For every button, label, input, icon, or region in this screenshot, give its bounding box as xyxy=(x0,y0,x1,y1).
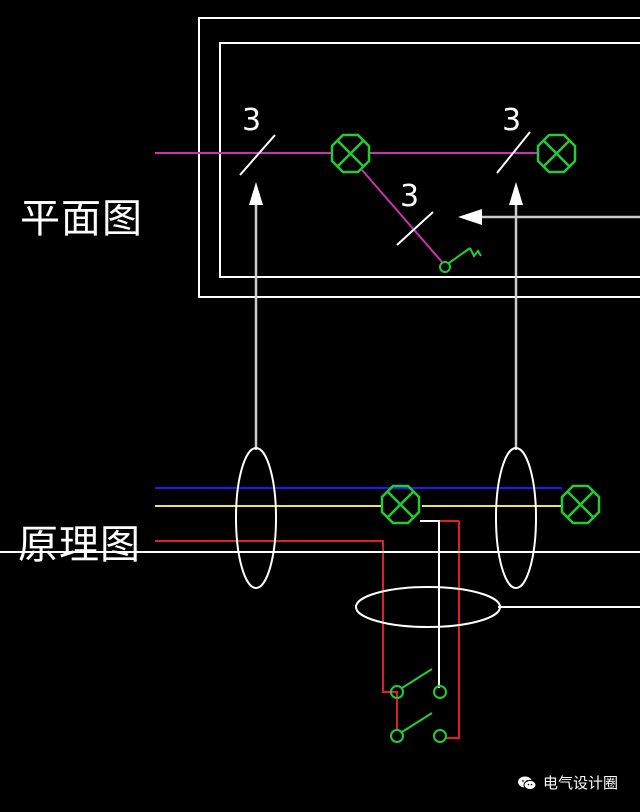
plan-switch-symbol xyxy=(439,247,482,273)
switch-2-blade xyxy=(401,712,433,733)
switch-1-pivot xyxy=(390,685,404,699)
schematic-label: 原理图 xyxy=(18,522,141,568)
arrow-head-center xyxy=(458,209,482,225)
conductor-count-1: 3 xyxy=(242,103,261,138)
watermark: 电气设计圈 xyxy=(517,772,618,793)
room-inner-wall xyxy=(219,42,640,278)
schem-lamp-left xyxy=(380,484,421,525)
switch-1-contact xyxy=(433,685,447,699)
tick-2 xyxy=(496,131,531,174)
wire-red-right xyxy=(446,521,460,739)
tick-3 xyxy=(396,211,434,246)
arrow-head-right xyxy=(509,182,523,205)
switch-2-pivot xyxy=(390,729,404,743)
arrow-head-left xyxy=(249,182,263,205)
arrow-heads xyxy=(249,182,523,225)
wechat-icon xyxy=(517,776,537,790)
wire-red-main xyxy=(155,540,397,693)
cable-bundles xyxy=(235,447,537,628)
plan-lamp-right xyxy=(536,133,577,174)
plan-circuit xyxy=(155,152,538,263)
schem-switch xyxy=(390,668,447,743)
schematic-wires xyxy=(0,487,640,739)
bundle-right xyxy=(495,447,537,589)
switch-1-blade xyxy=(401,668,433,689)
tick-1 xyxy=(239,134,276,176)
plan-lamp-left xyxy=(330,133,371,174)
bundle-bottom xyxy=(355,586,501,628)
schem-lamp-right xyxy=(560,484,601,525)
switch-2-contact xyxy=(433,729,447,743)
leader-lines xyxy=(254,205,640,450)
bundle-left xyxy=(235,447,277,589)
watermark-text: 电气设计圈 xyxy=(542,774,618,792)
room-outline xyxy=(198,17,640,298)
plan-view-label: 平面图 xyxy=(20,196,143,242)
plan-switch-drop xyxy=(361,169,443,263)
room-outer-wall xyxy=(198,17,640,298)
conductor-count-2: 3 xyxy=(502,103,521,138)
conductor-count-3: 3 xyxy=(400,179,419,214)
wire-white-drop xyxy=(420,520,440,688)
wire-red-lower xyxy=(383,691,398,730)
conductor-ticks xyxy=(239,131,531,246)
